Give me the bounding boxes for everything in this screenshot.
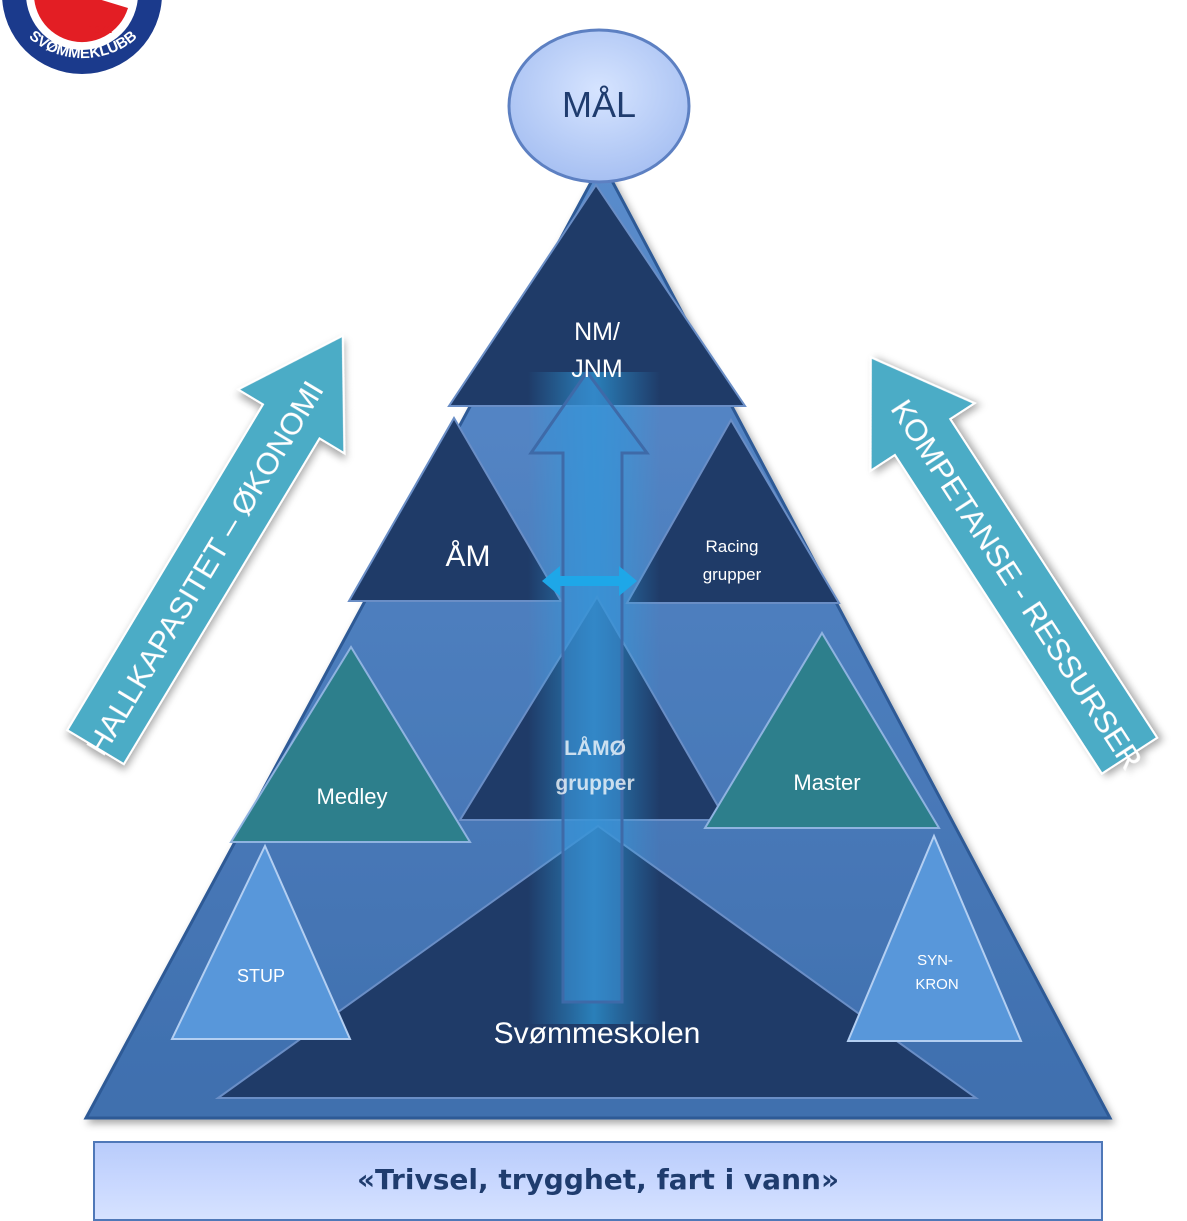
racing-triangle	[625, 418, 841, 604]
motto-text: «Trivsel, trygghet, fart i vann»	[356, 1163, 840, 1196]
goal-label: MÅL	[562, 84, 636, 125]
am-triangle	[347, 416, 563, 602]
medley-triangle	[229, 645, 472, 843]
right-arrow-label: KOMPETANSE - RESSURSER	[884, 393, 1149, 776]
nm-label-line1: NM/	[574, 318, 620, 346]
master-label: Master	[793, 770, 860, 795]
logo-red-emblem	[34, 0, 128, 43]
medley-label: Medley	[317, 784, 388, 809]
goal-ellipse	[507, 28, 691, 184]
svommeskolen-label: Svømmeskolen	[494, 1017, 701, 1050]
am-label: ÅM	[446, 540, 491, 573]
lamo-label-line1: LÅMØ	[564, 736, 626, 760]
central-up-arrow	[528, 369, 650, 1004]
synkron-label-line2: KRON	[915, 976, 958, 993]
master-triangle	[703, 631, 941, 829]
lamo-label-line2: grupper	[555, 772, 634, 795]
double-headed-arrow	[542, 566, 637, 596]
synkron-label-line1: SYN-	[917, 952, 953, 969]
club-logo: 1971 SVØMMEKLUBB	[2, 0, 162, 74]
stup-label: STUP	[237, 966, 285, 986]
racing-label-line1: Racing	[706, 537, 759, 556]
stup-triangle	[170, 843, 352, 1040]
synkron-triangle	[846, 833, 1023, 1042]
racing-label-line2: grupper	[703, 565, 762, 584]
nm-label-line2: JNM	[571, 355, 622, 383]
motto-banner: «Trivsel, trygghet, fart i vann»	[93, 1141, 1103, 1221]
logo-year: 1971	[88, 24, 112, 36]
left-arrow-label: HALLKAPASITET – ØKONOMI	[79, 375, 330, 761]
